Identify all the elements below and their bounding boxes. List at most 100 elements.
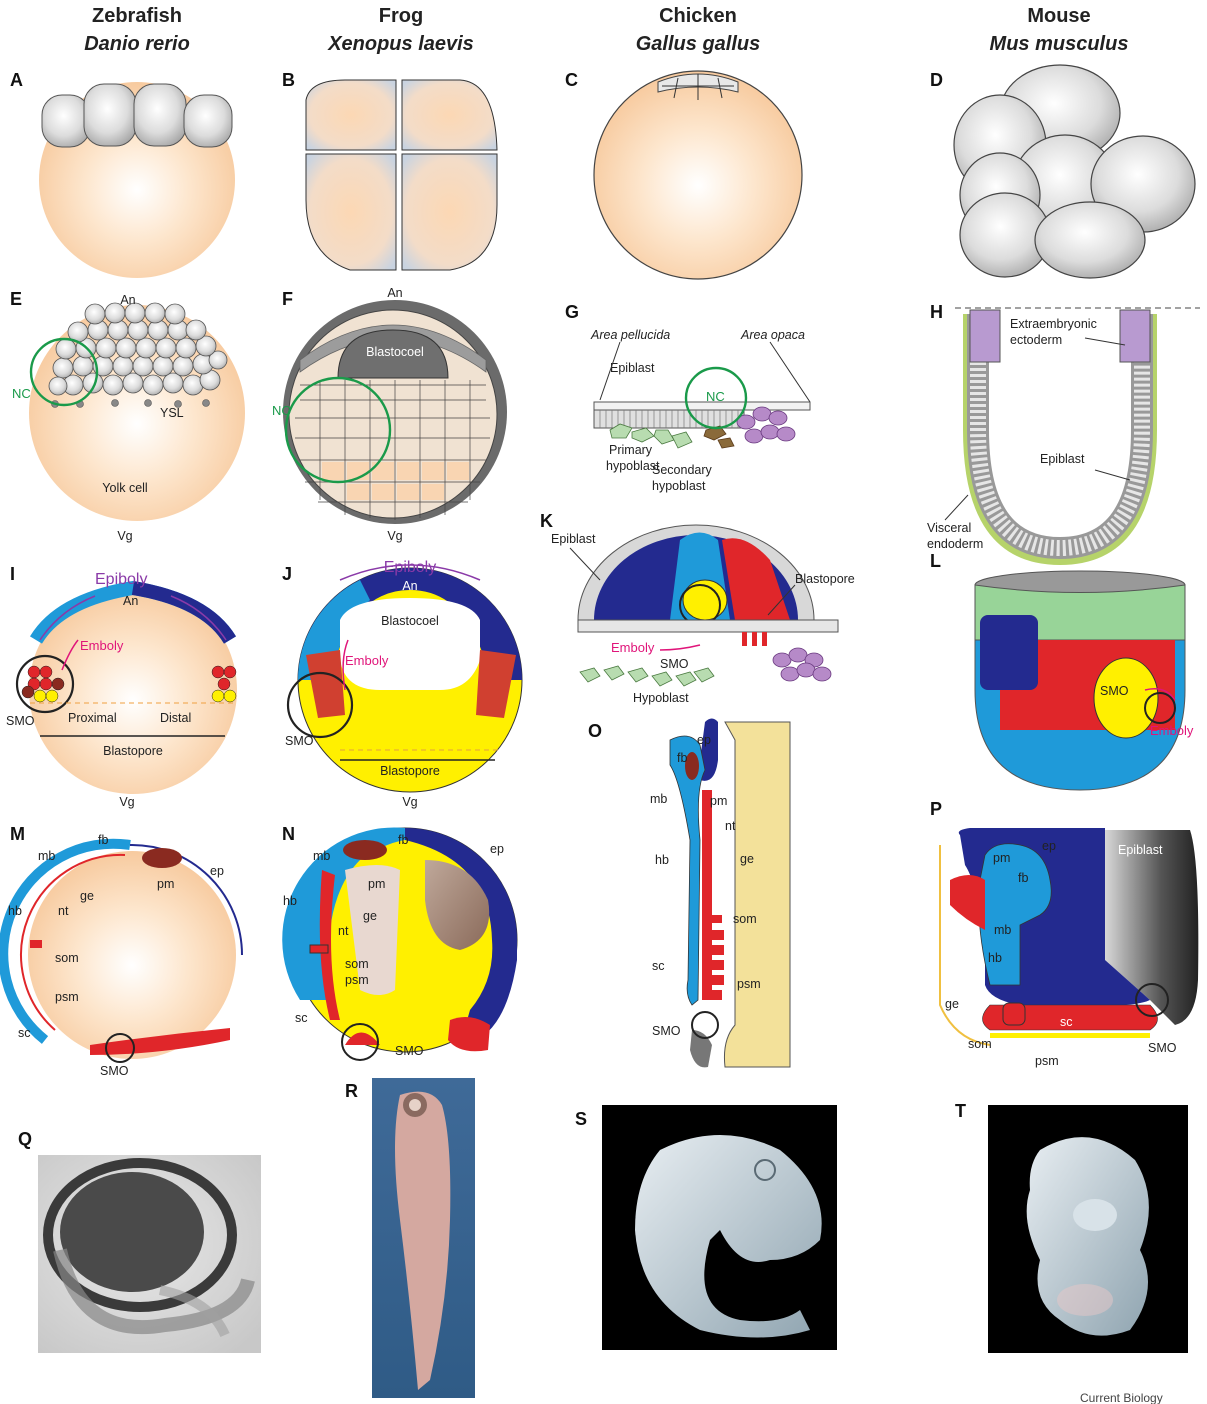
- label-yolk-cell: Yolk cell: [102, 481, 147, 495]
- label-nt: nt: [58, 904, 69, 918]
- label-smo: SMO: [1148, 1041, 1177, 1055]
- label-vg: Vg: [387, 529, 402, 543]
- species-latin-frog: Xenopus laevis: [327, 33, 474, 55]
- photo-q-zebrafish-embryo: [38, 1155, 261, 1353]
- panel-letter-a: A: [10, 70, 23, 90]
- pointer-line: [1095, 470, 1130, 480]
- yolk-region: [724, 722, 790, 1067]
- label-epiblast: Epiblast: [551, 532, 596, 546]
- panel-letter-t: T: [955, 1101, 966, 1121]
- smo-circle: [692, 1012, 718, 1038]
- label-mb: mb: [313, 849, 330, 863]
- label-nt: nt: [725, 819, 736, 833]
- label-smo: SMO: [6, 714, 35, 728]
- figure-credit: Current Biology: [1080, 1391, 1163, 1404]
- label-an: An: [402, 579, 417, 593]
- photo-t-mouse-embryo: [988, 1105, 1188, 1353]
- label-sc: sc: [652, 959, 665, 973]
- blastocoel: [340, 598, 480, 690]
- label-epiblast: Epiblast: [1118, 843, 1163, 857]
- species-latin-mouse: Mus musculus: [990, 33, 1129, 55]
- somite: [310, 945, 328, 953]
- label-smo: SMO: [652, 1024, 681, 1038]
- label-ep: ep: [1042, 839, 1056, 853]
- panel-letter-r: R: [345, 1081, 358, 1101]
- label-area-opaca: Area opaca: [740, 328, 805, 342]
- label-ge: ge: [740, 852, 754, 866]
- anterior-region: [980, 615, 1038, 690]
- label-nt: nt: [338, 924, 349, 938]
- label-an: An: [120, 293, 135, 307]
- prechordal-mesoderm: [343, 840, 387, 860]
- label-mb: mb: [994, 923, 1011, 937]
- label-hb: hb: [655, 853, 669, 867]
- panel-letter-o: O: [588, 721, 602, 741]
- label-an: An: [123, 594, 138, 608]
- photo-r-frog-embryo: [372, 1078, 475, 1398]
- area-opaca-cells: [737, 407, 795, 443]
- label-ge: ge: [363, 909, 377, 923]
- label-proximal: Proximal: [68, 711, 117, 725]
- pointer-line: [770, 342, 810, 402]
- extraembryonic-ectoderm-right: [1120, 310, 1150, 362]
- label-epiblast: Epiblast: [1040, 452, 1085, 466]
- tailbud-mesoderm: [448, 1017, 490, 1051]
- panel-g-chicken-blastoderm: Area pellucida Area opaca Epiblast NC Pr…: [590, 328, 810, 493]
- photo-s-chicken-embryo: [602, 1105, 837, 1350]
- header-chicken: Chicken Gallus gallus: [636, 5, 760, 55]
- panel-letter-i: I: [10, 564, 15, 584]
- panel-j-frog-gastrula: Epiboly An Blastocoel Emboly SMO Blastop…: [285, 559, 522, 809]
- species-latin-chicken: Gallus gallus: [636, 33, 760, 55]
- label-smo: SMO: [285, 734, 314, 748]
- label-pm: pm: [368, 877, 385, 891]
- label-pm: pm: [157, 877, 174, 891]
- label-blastopore: Blastopore: [380, 764, 440, 778]
- label-sc: sc: [295, 1011, 308, 1025]
- label-extraembryonic-1: Extraembryonic: [1010, 317, 1097, 331]
- label-blastocoel: Blastocoel: [366, 345, 424, 359]
- label-secondary-hypoblast-2: hypoblast: [652, 479, 706, 493]
- label-blastocoel: Blastocoel: [381, 614, 439, 628]
- label-som: som: [55, 951, 79, 965]
- label-an: An: [387, 286, 402, 300]
- pointer-line: [1085, 338, 1125, 345]
- label-smo: SMO: [100, 1064, 129, 1078]
- label-smo: SMO: [395, 1044, 424, 1058]
- label-som: som: [733, 912, 757, 926]
- label-smo: SMO: [1100, 684, 1129, 698]
- label-ge: ge: [80, 889, 94, 903]
- somite: [1003, 1003, 1025, 1025]
- label-ep: ep: [210, 864, 224, 878]
- panel-o-chicken-neurula: fb ep pm mb nt ge hb som psm sc SMO: [650, 719, 790, 1068]
- label-fb: fb: [398, 833, 408, 847]
- label-distal: Distal: [160, 711, 191, 725]
- label-nc: NC: [272, 403, 291, 418]
- panel-letter-n: N: [282, 824, 295, 844]
- hypoblast-layer: [594, 410, 744, 428]
- pointer-line: [945, 495, 968, 520]
- label-fb: fb: [677, 751, 687, 765]
- label-emboly: Emboly: [345, 653, 389, 668]
- label-extraembryonic-2: ectoderm: [1010, 333, 1062, 347]
- label-ep: ep: [697, 733, 711, 747]
- panel-letter-k: K: [540, 511, 553, 531]
- panel-i-zebrafish-gastrula: Epiboly An Emboly SMO Proximal Distal Bl…: [6, 571, 237, 809]
- species-common-zebrafish: Zebrafish: [92, 5, 182, 27]
- panel-letter-q: Q: [18, 1129, 32, 1149]
- header-mouse: Mouse Mus musculus: [990, 5, 1129, 55]
- panel-m-zebrafish-neurula: fb mb ep pm ge nt hb som psm sc SMO: [3, 833, 242, 1078]
- panel-letter-p: P: [930, 799, 942, 819]
- label-epiboly: Epiboly: [384, 559, 436, 576]
- label-emboly: Emboly: [80, 638, 124, 653]
- panel-f-frog-blastula: An Blastocoel NC Vg: [272, 286, 507, 543]
- label-hb: hb: [8, 904, 22, 918]
- label-smo: SMO: [660, 657, 689, 671]
- label-epiboly: Epiboly: [95, 571, 147, 588]
- tailbud: [690, 1030, 712, 1067]
- label-visceral-1: Visceral: [927, 521, 971, 535]
- label-sc: sc: [1060, 1015, 1073, 1029]
- panel-n-frog-neurula: fb mb ep pm ge nt hb som psm sc SMO: [282, 827, 517, 1060]
- label-sc: sc: [18, 1026, 31, 1040]
- label-blastopore: Blastopore: [795, 572, 855, 586]
